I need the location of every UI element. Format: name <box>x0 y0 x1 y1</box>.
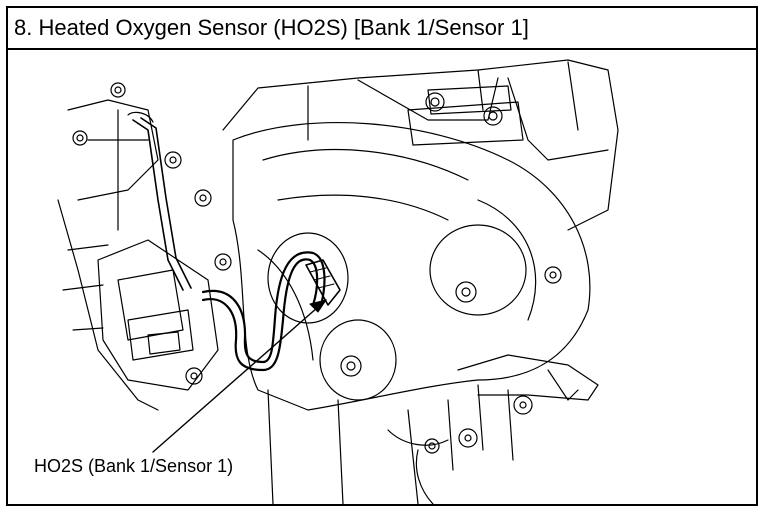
ho2s-callout-label: HO2S (Bank 1/Sensor 1) <box>34 456 234 476</box>
heat-shield <box>232 121 591 411</box>
engine-line-drawing <box>57 59 619 504</box>
page-title: 8. Heated Oxygen Sensor (HO2S) [Bank 1/S… <box>14 15 529 40</box>
engine-illustration: HO2S (Bank 1/Sensor 1) <box>8 50 756 504</box>
callout-leader-arrow <box>152 299 327 453</box>
left-components <box>57 99 219 411</box>
title-bar: 8. Heated Oxygen Sensor (HO2S) [Bank 1/S… <box>8 8 756 50</box>
ho2s-sensor-icon <box>305 259 341 306</box>
bolt-set <box>72 82 562 454</box>
diagram-frame: 8. Heated Oxygen Sensor (HO2S) [Bank 1/S… <box>6 6 758 506</box>
lower-pipework <box>267 354 599 504</box>
engine-block <box>87 59 619 231</box>
